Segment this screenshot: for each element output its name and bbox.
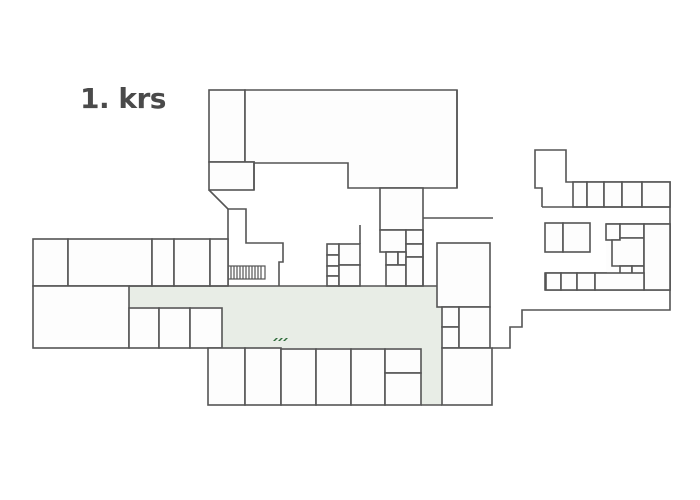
room-c-low-b[interactable]: [397, 251, 407, 266]
room-rw-b4[interactable]: [594, 272, 645, 291]
room-c-mid-right2[interactable]: [405, 243, 424, 258]
room-small-c3[interactable]: [326, 265, 340, 277]
room-c-upper[interactable]: [379, 187, 424, 231]
room-rw-mid1[interactable]: [544, 222, 564, 253]
room-small-c5[interactable]: [338, 243, 361, 266]
room-top-left-tall[interactable]: [208, 89, 246, 163]
center-hall-outline: [228, 163, 284, 286]
room-bottom-5[interactable]: [350, 348, 386, 406]
room-bottom-6a[interactable]: [384, 348, 422, 374]
room-lw-s3[interactable]: [189, 307, 223, 349]
room-rw-top1[interactable]: [572, 181, 588, 208]
room-lw-5[interactable]: [209, 238, 229, 287]
room-lw-4[interactable]: [173, 238, 211, 287]
room-bottom-2[interactable]: [244, 347, 282, 406]
room-rc-bottom[interactable]: [441, 347, 493, 406]
room-c-low-d[interactable]: [405, 256, 424, 287]
stairs-icon: [227, 265, 266, 280]
room-rw-c6[interactable]: [643, 223, 671, 291]
room-top-left-small[interactable]: [208, 161, 255, 191]
room-rw-top4[interactable]: [621, 181, 643, 208]
room-rw-mid2[interactable]: [562, 222, 591, 253]
room-rc-small1[interactable]: [441, 306, 460, 328]
room-lw-big[interactable]: [32, 285, 130, 349]
wall-c-extension: [422, 217, 493, 286]
room-rw-top3[interactable]: [603, 181, 623, 208]
room-bottom-1[interactable]: [207, 347, 246, 406]
room-rw-c2[interactable]: [619, 223, 645, 239]
room-rw-b2[interactable]: [560, 272, 578, 291]
room-lw-s1[interactable]: [128, 307, 160, 349]
room-rc-mid[interactable]: [458, 306, 491, 349]
room-rw-b3[interactable]: [576, 272, 596, 291]
room-rw-c3[interactable]: [611, 237, 645, 267]
room-top-large[interactable]: [244, 89, 458, 189]
you-are-here-marks-icon: [273, 338, 288, 341]
room-rc-small2[interactable]: [441, 326, 460, 349]
room-bottom-4[interactable]: [315, 348, 352, 406]
room-small-c4[interactable]: [326, 275, 340, 287]
room-rw-top5[interactable]: [641, 181, 671, 208]
room-c-mid-right1[interactable]: [405, 229, 424, 245]
room-small-c2[interactable]: [326, 254, 340, 267]
room-lw-1[interactable]: [32, 238, 69, 287]
room-small-c1[interactable]: [326, 243, 340, 256]
room-lw-2[interactable]: [67, 238, 153, 287]
room-lw-s2[interactable]: [158, 307, 191, 349]
room-c-mid-left[interactable]: [379, 229, 407, 253]
diagonal-wall: [208, 189, 229, 210]
room-c-low-a[interactable]: [385, 251, 399, 266]
room-rc-tall[interactable]: [436, 242, 491, 308]
room-rw-b1[interactable]: [545, 272, 562, 291]
room-rw-top2[interactable]: [586, 181, 605, 208]
floor-title: 1. krs: [80, 82, 166, 115]
room-c-low-c[interactable]: [385, 264, 407, 287]
room-small-c6[interactable]: [338, 264, 361, 287]
room-bottom-6b[interactable]: [384, 372, 422, 406]
corridor-highlight: [129, 286, 442, 405]
room-lw-3[interactable]: [151, 238, 175, 287]
room-rw-c1[interactable]: [605, 223, 621, 241]
room-bottom-3[interactable]: [280, 348, 317, 406]
